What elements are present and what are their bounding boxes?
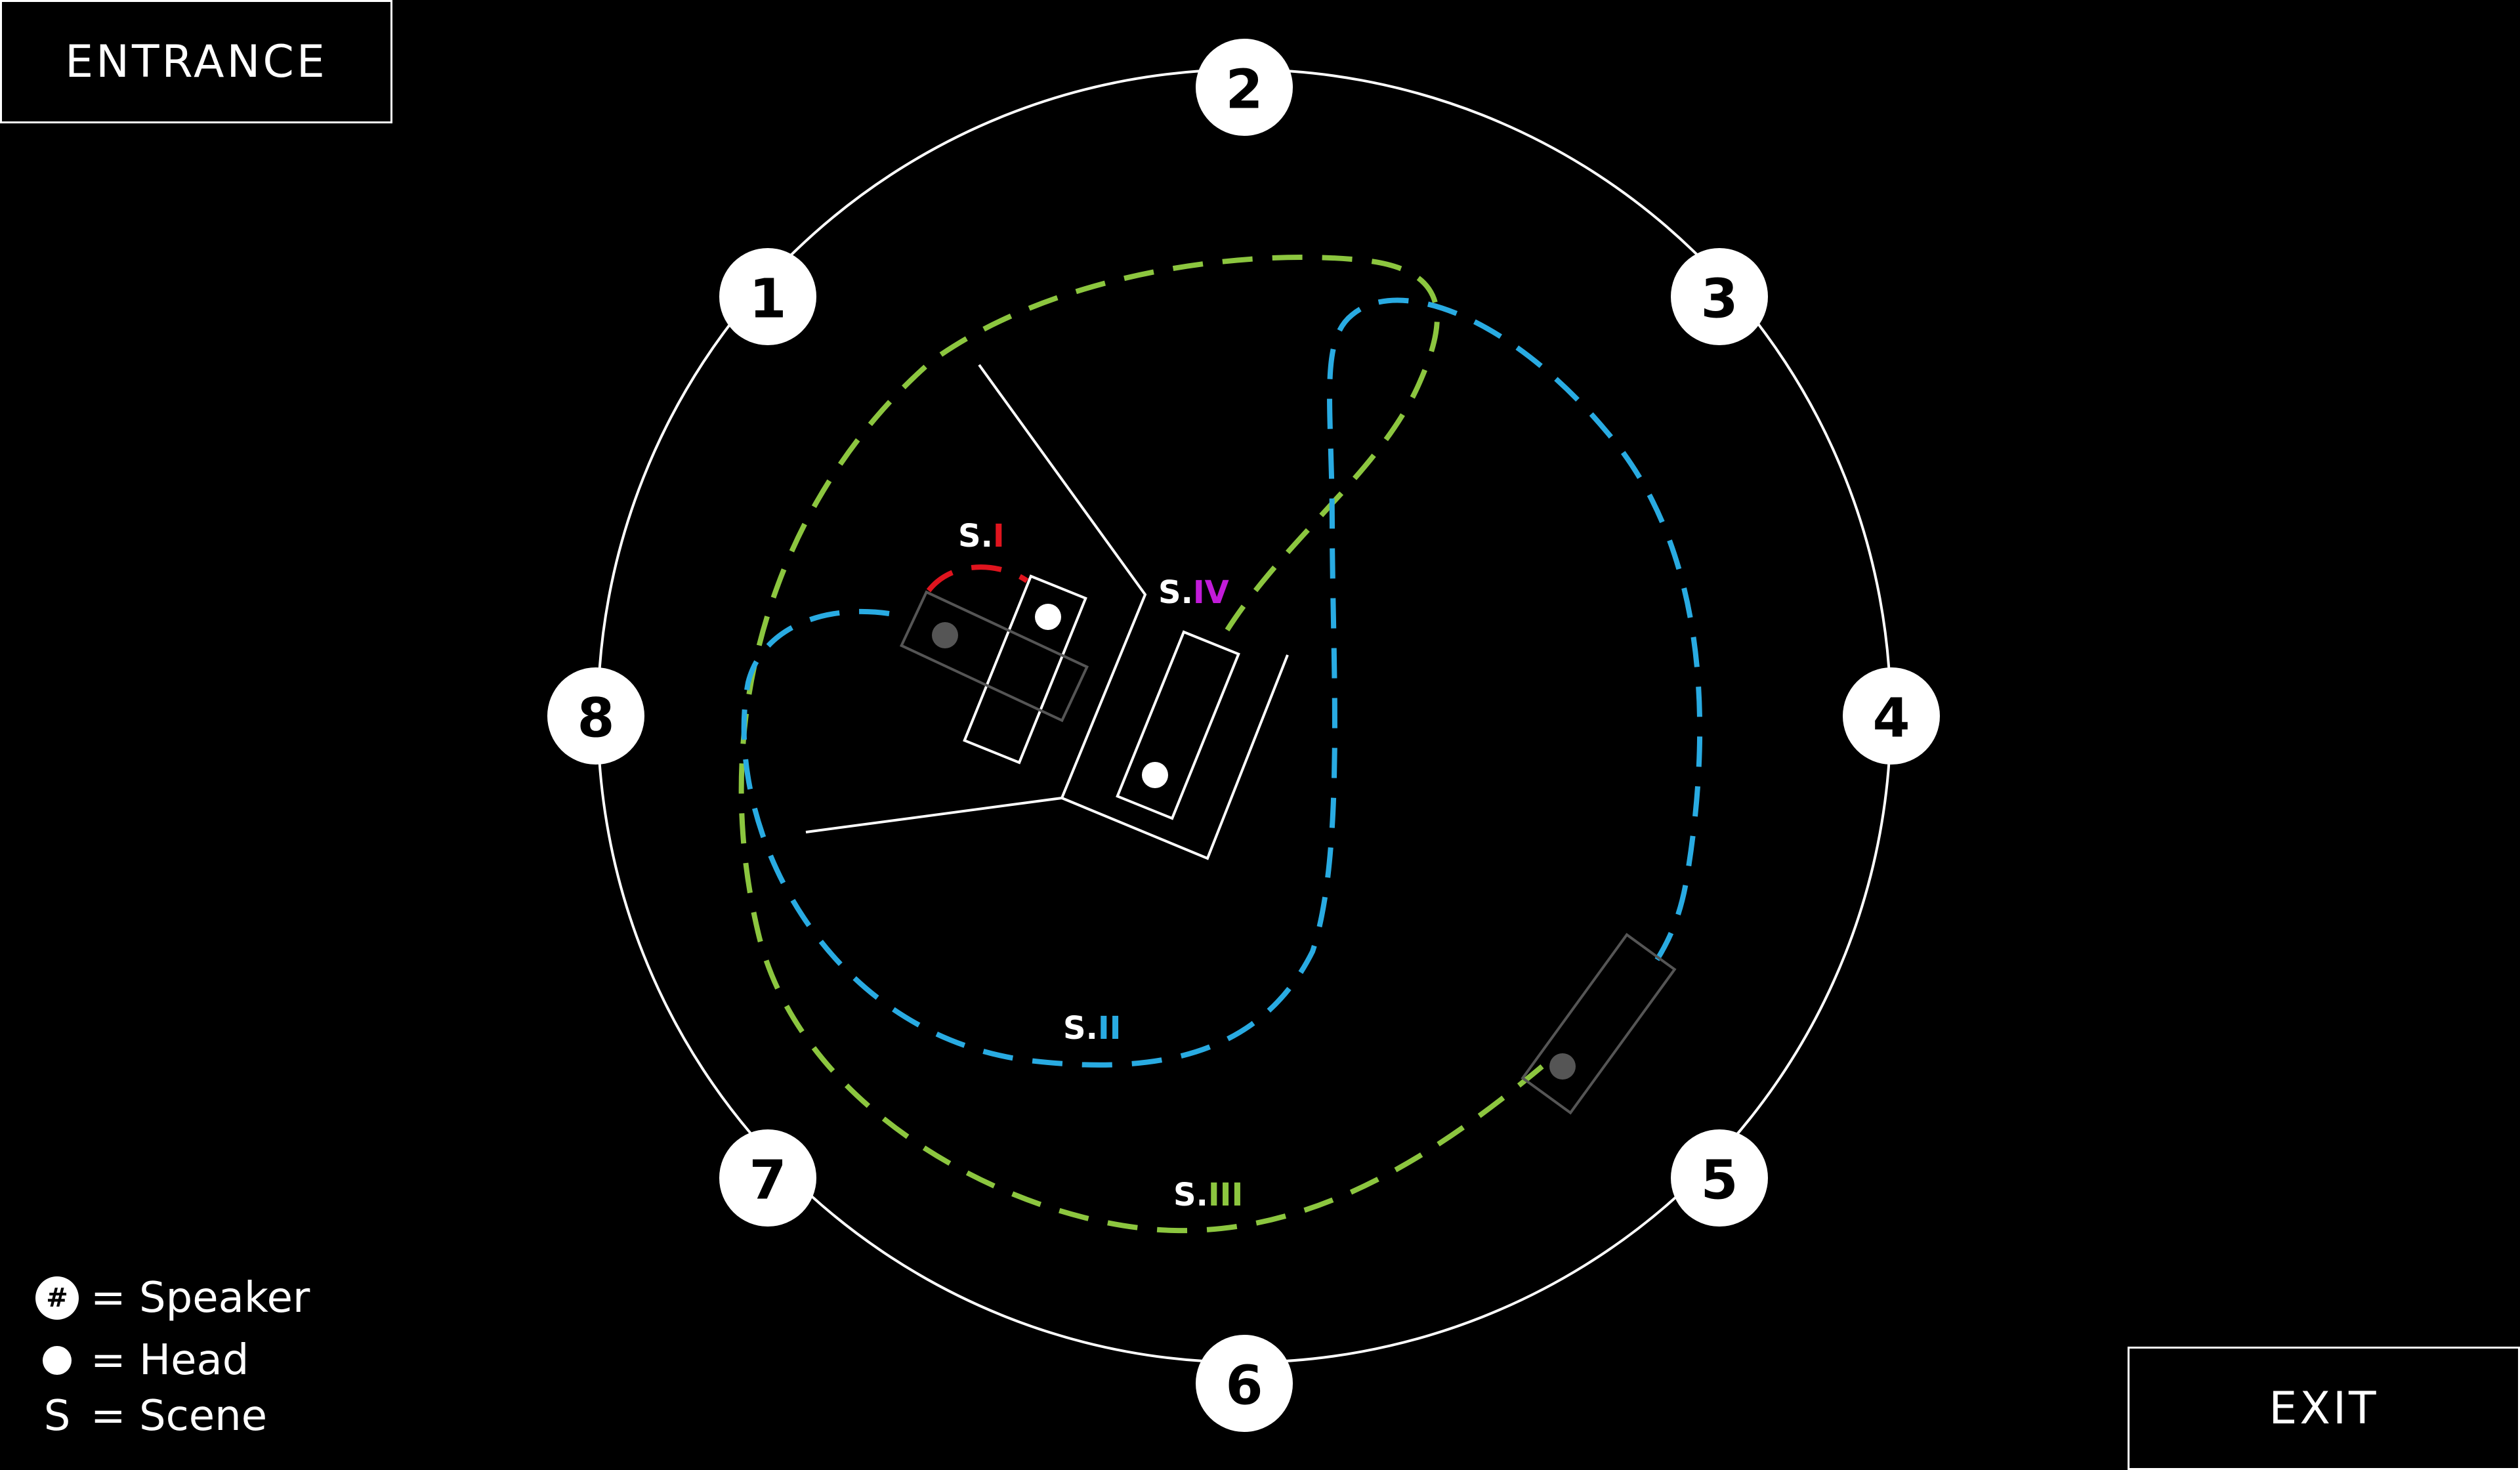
- scene-label-ii: S.II: [1063, 1010, 1122, 1047]
- svg-text:8: 8: [577, 688, 614, 750]
- scene-path-ii: [741, 297, 1703, 1068]
- speaker-2: 2: [1196, 39, 1293, 136]
- head-scene-ii: [932, 622, 958, 648]
- legend-scene-symbol: S: [43, 1392, 71, 1440]
- bed-scene-iii: [1521, 933, 1677, 1115]
- head-scene-iv: [1142, 762, 1168, 788]
- svg-text:5: 5: [1700, 1150, 1738, 1212]
- svg-text:4: 4: [1872, 688, 1910, 750]
- speaker-7: 7: [719, 1129, 816, 1227]
- head-scene-i: [1035, 604, 1061, 630]
- svg-text:3: 3: [1700, 268, 1738, 331]
- svg-text:2: 2: [1225, 59, 1263, 121]
- speaker-5: 5: [1671, 1129, 1768, 1227]
- scene-label-iv: S.IV: [1158, 574, 1229, 611]
- scene-label-iii: S.III: [1173, 1177, 1243, 1213]
- wall-left: [805, 364, 1147, 833]
- speaker-3: 3: [1671, 248, 1768, 345]
- svg-text:1: 1: [749, 268, 786, 331]
- exit-label: EXIT: [2128, 1347, 2520, 1470]
- scene-label-i: S.I: [958, 518, 1005, 555]
- head-scene-iii: [1549, 1053, 1576, 1080]
- speaker-6: 6: [1196, 1335, 1293, 1432]
- svg-text:7: 7: [749, 1150, 786, 1212]
- legend-head-row: = Head: [35, 1332, 249, 1389]
- entrance-label: ENTRANCE: [0, 0, 392, 123]
- speaker-1: 1: [719, 248, 816, 345]
- bed-scene-iv: [1116, 630, 1240, 820]
- speaker-8: 8: [547, 667, 644, 765]
- legend-head-text: = Head: [91, 1336, 249, 1385]
- legend-speaker-text: = Speaker: [91, 1274, 310, 1322]
- legend-head-icon: [43, 1346, 72, 1375]
- scene-path-iii: [738, 255, 1544, 1234]
- legend-speaker-row: # = Speaker: [35, 1270, 310, 1326]
- speaker-4: 4: [1843, 667, 1940, 765]
- wall-right: [1061, 654, 1289, 860]
- svg-text:6: 6: [1225, 1355, 1263, 1418]
- bed-scene-ii: [899, 590, 1089, 723]
- scene-path-i: [926, 564, 1029, 593]
- legend-speaker-icon: #: [35, 1276, 79, 1320]
- bed-scene-i: [963, 574, 1087, 765]
- legend-scene-text: = Scene: [91, 1392, 268, 1440]
- legend-scene-row: S = Scene: [35, 1388, 267, 1444]
